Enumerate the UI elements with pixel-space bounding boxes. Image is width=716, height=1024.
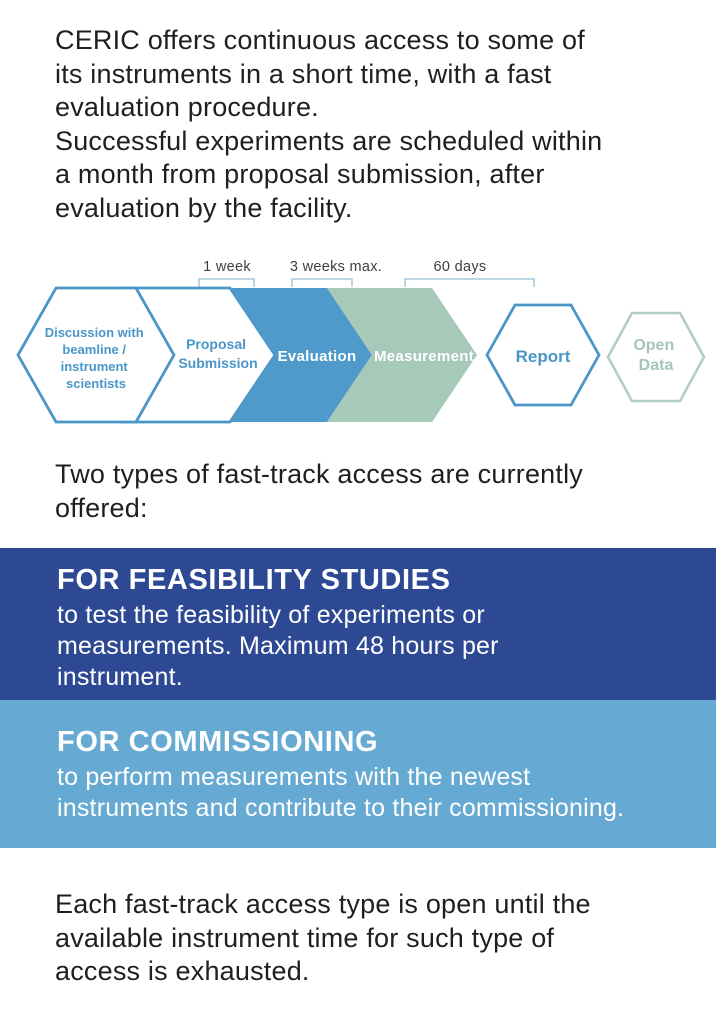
step-evaluation-chevron xyxy=(230,288,372,422)
step-discussion-line1: Discussion with xyxy=(45,325,144,340)
step-measurement-label: Measurement xyxy=(374,348,474,365)
two-types-paragraph: Two types of fast-track access are curre… xyxy=(55,459,583,523)
duration-label-1-week: 1 week xyxy=(203,259,251,275)
step-discussion-hexagon xyxy=(16,286,176,424)
feasibility-studies-title: FOR FEASIBILITY STUDIES xyxy=(57,564,451,596)
step-proposal-label: Proposal Submission xyxy=(178,336,257,371)
duration-label-3-weeks: 3 weeks max. xyxy=(290,259,382,275)
fast-track-process-diagram: 1 week 3 weeks max. 60 days Discussion w… xyxy=(0,245,716,440)
step-discussion-line3: instrument xyxy=(61,359,129,374)
step-open-data-hexagon xyxy=(606,311,706,403)
step-report-hexagon xyxy=(485,303,601,407)
feasibility-studies-box: FOR FEASIBILITY STUDIES to test the feas… xyxy=(0,548,716,700)
outro-paragraph: Each fast-track access type is open unti… xyxy=(55,889,591,986)
step-proposal-line2: Submission xyxy=(178,355,257,371)
step-open-data-line2: Data xyxy=(639,357,674,374)
duration-label-60-days: 60 days xyxy=(434,259,487,275)
duration-bracket-3-weeks xyxy=(291,278,353,287)
commissioning-box: FOR COMMISSIONING to perform measurement… xyxy=(0,700,716,848)
commissioning-title: FOR COMMISSIONING xyxy=(57,726,379,758)
step-evaluation-label: Evaluation xyxy=(278,348,357,365)
step-open-data-line1: Open xyxy=(633,337,674,354)
commissioning-body: to perform measurements with the newest … xyxy=(57,763,625,822)
process-flow-svg: 1 week 3 weeks max. 60 days Discussion w… xyxy=(16,259,706,424)
step-discussion-label: Discussion with beamline / instrument sc… xyxy=(45,325,148,391)
step-open-data-label: Open Data xyxy=(633,337,678,374)
duration-bracket-1-week xyxy=(198,278,255,287)
step-proposal-line1: Proposal xyxy=(186,336,246,352)
step-discussion-line4: scientists xyxy=(66,376,126,391)
duration-bracket-60-days xyxy=(404,278,535,287)
step-discussion-line2: beamline / xyxy=(62,342,126,357)
step-report-label: Report xyxy=(516,347,571,366)
step-measurement-chevron xyxy=(327,288,477,422)
feasibility-studies-body: to test the feasibility of experiments o… xyxy=(57,601,499,691)
intro-paragraph: CERIC offers continuous access to some o… xyxy=(55,25,603,223)
